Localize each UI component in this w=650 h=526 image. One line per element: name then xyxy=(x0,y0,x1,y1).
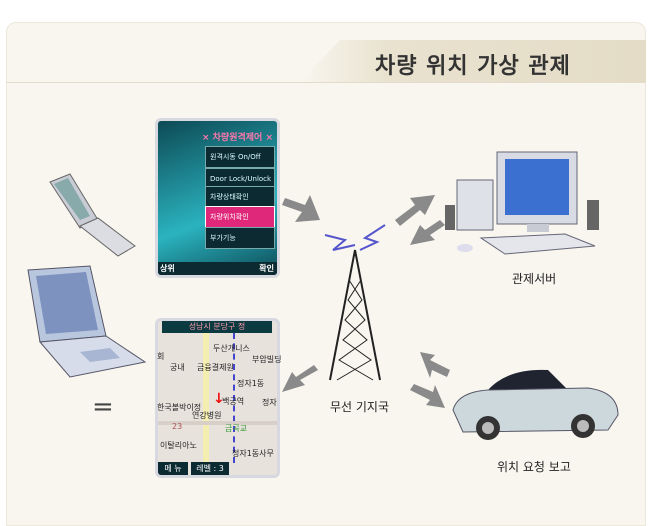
phone-map-screen: 성남시 분당구 정 ↓ 메 뉴 레벨 : 3 xyxy=(155,318,280,478)
soft-key-ok[interactable]: 확인 xyxy=(259,264,274,273)
arrow-tower-to-map xyxy=(282,365,318,392)
arrow-car-to-tower xyxy=(420,352,450,378)
radio-tower-icon xyxy=(324,224,386,381)
laptop-icon xyxy=(27,265,147,378)
map-header: 성남시 분당구 정 xyxy=(162,321,272,333)
map-road-rail xyxy=(233,333,236,463)
map-label: 부암빌딩 xyxy=(252,355,282,364)
map-label: 궁내 xyxy=(170,363,185,372)
map-label: 23 xyxy=(172,422,183,431)
menu-item-remote-start[interactable]: 원격시동 On/Off xyxy=(205,146,275,168)
diagram-panel xyxy=(6,22,646,526)
car-label: 위치 요청 보고 xyxy=(497,460,571,474)
map-label: 금곡교 xyxy=(225,424,248,433)
map-level: 레벨 : 3 xyxy=(191,462,229,475)
map-label: 연강병원 xyxy=(192,411,222,420)
server-label: 관제서버 xyxy=(512,272,557,286)
phone-bottom-bar xyxy=(158,262,277,275)
arrow-server-to-tower xyxy=(410,220,445,245)
equals-sign: = xyxy=(92,392,114,422)
map-label: 정자1동 xyxy=(237,379,265,388)
menu-item-extra[interactable]: 부가기능 xyxy=(205,227,275,249)
car-icon xyxy=(452,369,619,440)
server-computer-icon xyxy=(445,151,599,255)
divider xyxy=(6,82,646,83)
arrow-phone-to-tower xyxy=(282,195,320,222)
map-label: 한국볼박이정 xyxy=(157,403,202,412)
map-menu-button[interactable]: 메 뉴 xyxy=(158,462,188,475)
arrow-tower-to-server xyxy=(395,195,435,226)
location-marker-icon: ↓ xyxy=(213,391,225,407)
tower-label: 무선 기지국 xyxy=(330,400,390,414)
title-band xyxy=(300,40,646,82)
map-label: 정자 xyxy=(262,398,277,407)
map-label: 회 xyxy=(157,352,165,361)
soft-key-up[interactable]: 상위 xyxy=(160,264,175,273)
flip-phone-icon xyxy=(49,173,136,257)
map-label: 백궁역 xyxy=(222,397,245,406)
map-label: 두산개니스 xyxy=(213,344,250,353)
map-label: 금융결제원 xyxy=(197,363,234,372)
map-road-h xyxy=(158,421,277,425)
map-label: 이탈리아노 xyxy=(160,441,197,450)
menu-header: × 차량원격제어 × xyxy=(201,133,273,143)
arrow-tower-to-car xyxy=(410,384,445,408)
page-title: 차량 위치 가상 관제 xyxy=(375,54,571,79)
map-road-v xyxy=(203,333,209,463)
map-label: 정자1동사무 xyxy=(232,449,274,458)
